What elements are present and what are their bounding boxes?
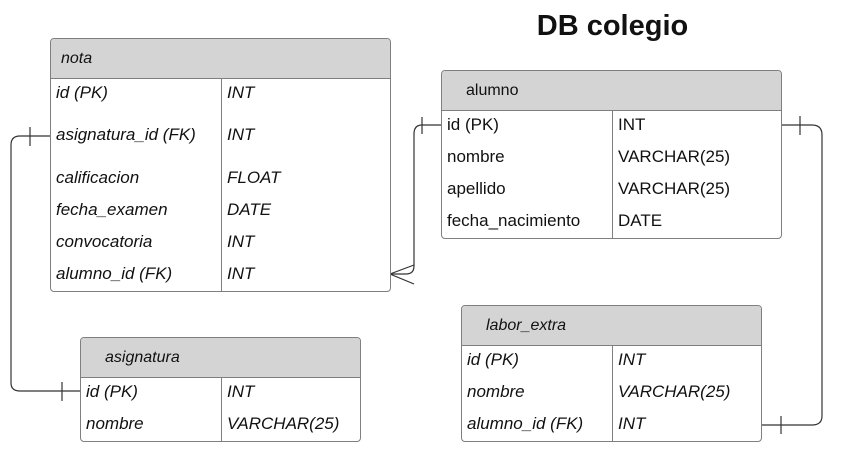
field-name: convocatoria [56,232,153,251]
field-type: INT [227,83,255,102]
field-name: nombre [86,414,144,433]
field-name: calificacion [56,168,140,187]
field-name: nombre [447,147,505,166]
column-divider [612,111,613,238]
field-type: DATE [227,200,272,219]
column-divider [221,378,222,441]
field-name: fecha_nacimiento [447,211,581,230]
field-type: VARCHAR(25) [618,147,731,166]
table-name: labor_extra [486,316,567,334]
table-asignatura[interactable]: asignatura id (PK) INT nombre VARCHAR(25… [80,337,361,442]
table-name: asignatura [105,348,180,366]
table-alumno[interactable]: alumno id (PK) INT nombre VARCHAR(25) ap… [441,70,782,239]
field-name: id (PK) [447,115,499,134]
table-header: alumno [442,71,781,111]
field-type: VARCHAR(25) [618,382,731,401]
field-type: VARCHAR(25) [618,179,731,198]
field-type: DATE [618,211,663,230]
table-header: asignatura [81,338,360,378]
field-name: id (PK) [467,350,519,369]
field-type: INT [618,414,646,433]
field-type: INT [227,382,255,401]
link-nota-alumno [390,124,441,275]
field-name: fecha_examen [56,200,168,219]
field-name: alumno_id (FK) [467,414,584,433]
table-nota[interactable]: nota id (PK) INT asignatura_id (FK) INT … [50,38,391,292]
column-divider [221,79,222,291]
field-name: apellido [447,179,506,198]
field-name: id (PK) [56,83,108,102]
field-type: INT [227,125,255,144]
table-header: nota [51,39,390,79]
link-nota-asignatura [10,135,80,392]
field-type: INT [227,232,255,251]
field-name: asignatura_id (FK) [56,125,196,144]
field-type: VARCHAR(25) [227,414,340,433]
link-alumno-labor [762,124,823,426]
field-type: INT [618,350,646,369]
table-name: alumno [466,81,519,99]
field-type: INT [618,115,646,134]
diagram-title: DB colegio [536,10,689,42]
field-name: nombre [467,382,525,401]
field-type: INT [227,264,255,283]
field-type: FLOAT [227,168,281,187]
field-name: id (PK) [86,382,138,401]
table-header: labor_extra [462,306,761,346]
table-labor-extra[interactable]: labor_extra id (PK) INT nombre VARCHAR(2… [461,305,762,442]
column-divider [612,346,613,441]
field-name: alumno_id (FK) [56,264,173,283]
table-name: nota [61,49,93,67]
